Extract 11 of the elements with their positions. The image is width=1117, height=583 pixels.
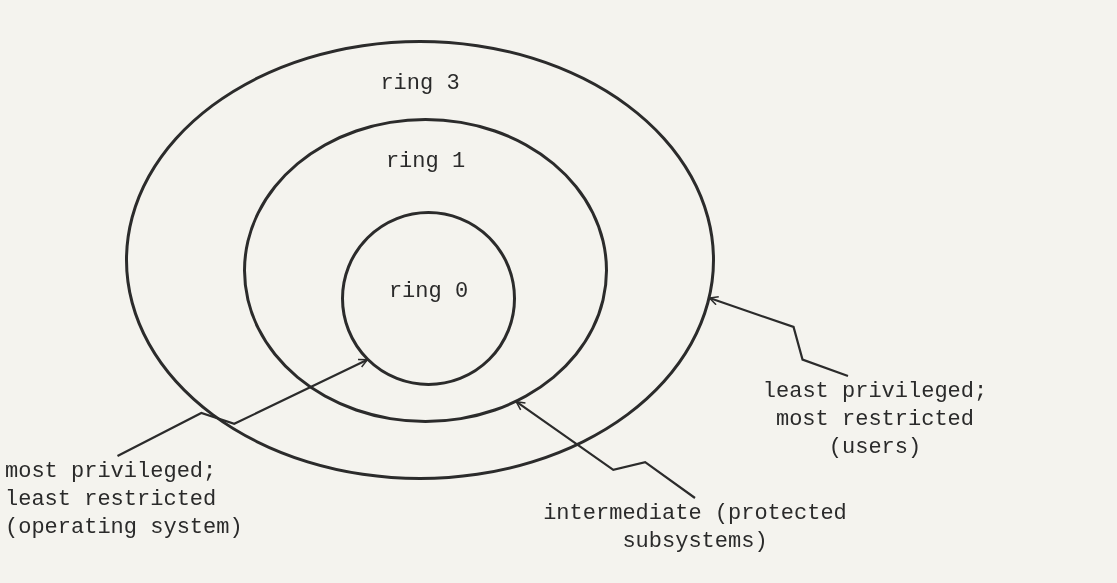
leader-arrow (708, 296, 849, 378)
ring-label: ring 0 (388, 279, 469, 304)
ring-ellipse (341, 211, 516, 386)
annotation-text: least privileged; most restricted (users) (740, 378, 1010, 462)
annotation-text: most privileged; least restricted (operating system) (5, 458, 255, 542)
leader-arrow (117, 358, 369, 457)
annotation-text: intermediate (protected subsystems) (530, 500, 860, 556)
leader-arrow (515, 400, 696, 499)
ring-label: ring 1 (385, 149, 466, 174)
ring-ellipse (243, 118, 608, 423)
ring-label: ring 3 (380, 71, 460, 96)
